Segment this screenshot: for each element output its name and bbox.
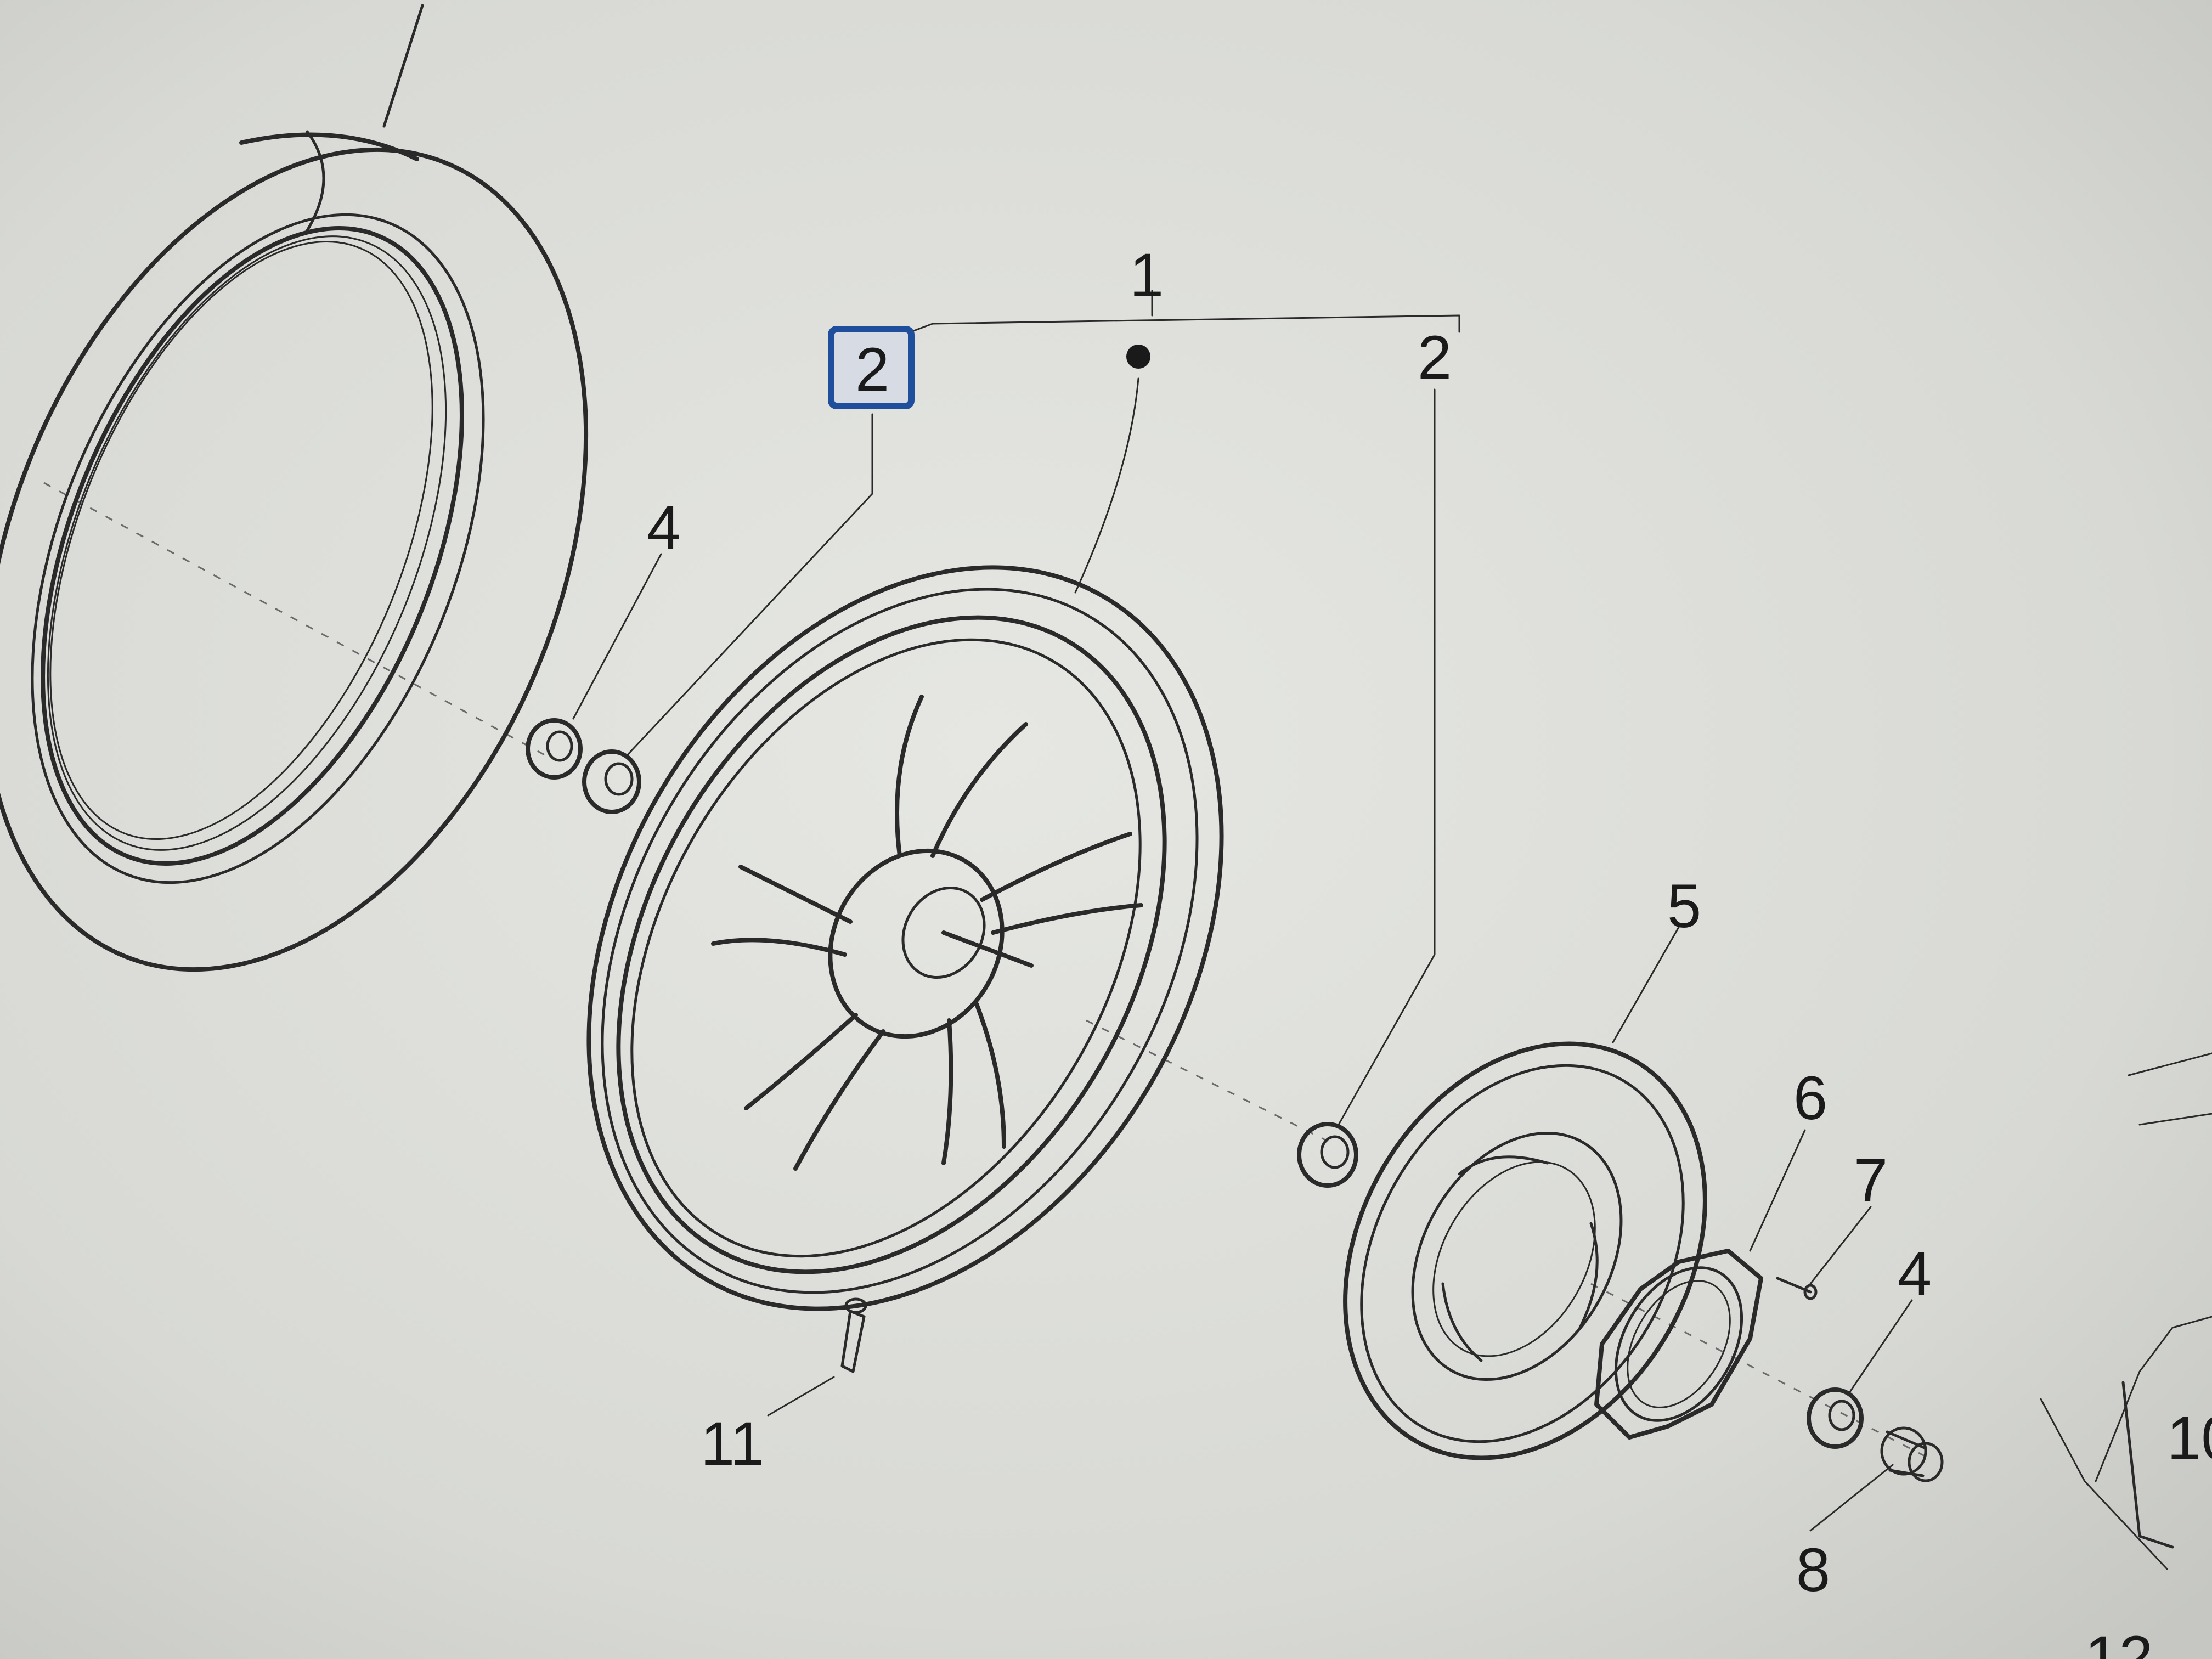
callout-7[interactable]: 7	[1854, 1146, 1888, 1215]
callout-10[interactable]: 10	[2167, 1404, 2212, 1472]
partial-component-right	[2040, 1052, 2212, 1570]
screw	[1776, 1277, 1818, 1300]
callout-2-right[interactable]: 2	[1418, 323, 1452, 392]
wheel-rim	[586, 565, 1224, 1311]
bearing-left-outer	[526, 718, 583, 780]
bearing-far-right	[1807, 1387, 1864, 1449]
callout-1[interactable]: 1	[1130, 241, 1164, 309]
callout-2-boxed[interactable]: 2	[855, 335, 889, 404]
brake-disc	[1343, 1041, 1707, 1460]
tone-ring	[1594, 1249, 1763, 1440]
valve	[840, 1297, 867, 1373]
leader-tyre	[382, 4, 424, 128]
callout-5[interactable]: 5	[1667, 872, 1701, 940]
tyre	[0, 130, 588, 972]
callout-11[interactable]: 11	[701, 1409, 764, 1478]
leader-lines	[572, 290, 1913, 1532]
axis-line	[43, 482, 1932, 1460]
bullet-marker	[1126, 345, 1150, 369]
callout-4-right[interactable]: 4	[1898, 1239, 1932, 1308]
bearing-right	[1297, 1122, 1358, 1188]
highlight-box[interactable]	[828, 326, 915, 409]
callout-6[interactable]: 6	[1793, 1064, 1827, 1132]
spacer	[1880, 1426, 1944, 1482]
callout-8[interactable]: 8	[1796, 1536, 1830, 1604]
callouts: 1 2 2 4 5 6 7 4 8 11 10 12	[647, 241, 2212, 1659]
bearing-left-inner	[582, 749, 641, 814]
callout-12[interactable]: 12	[2085, 1623, 2153, 1659]
callout-4-left[interactable]: 4	[647, 493, 681, 562]
